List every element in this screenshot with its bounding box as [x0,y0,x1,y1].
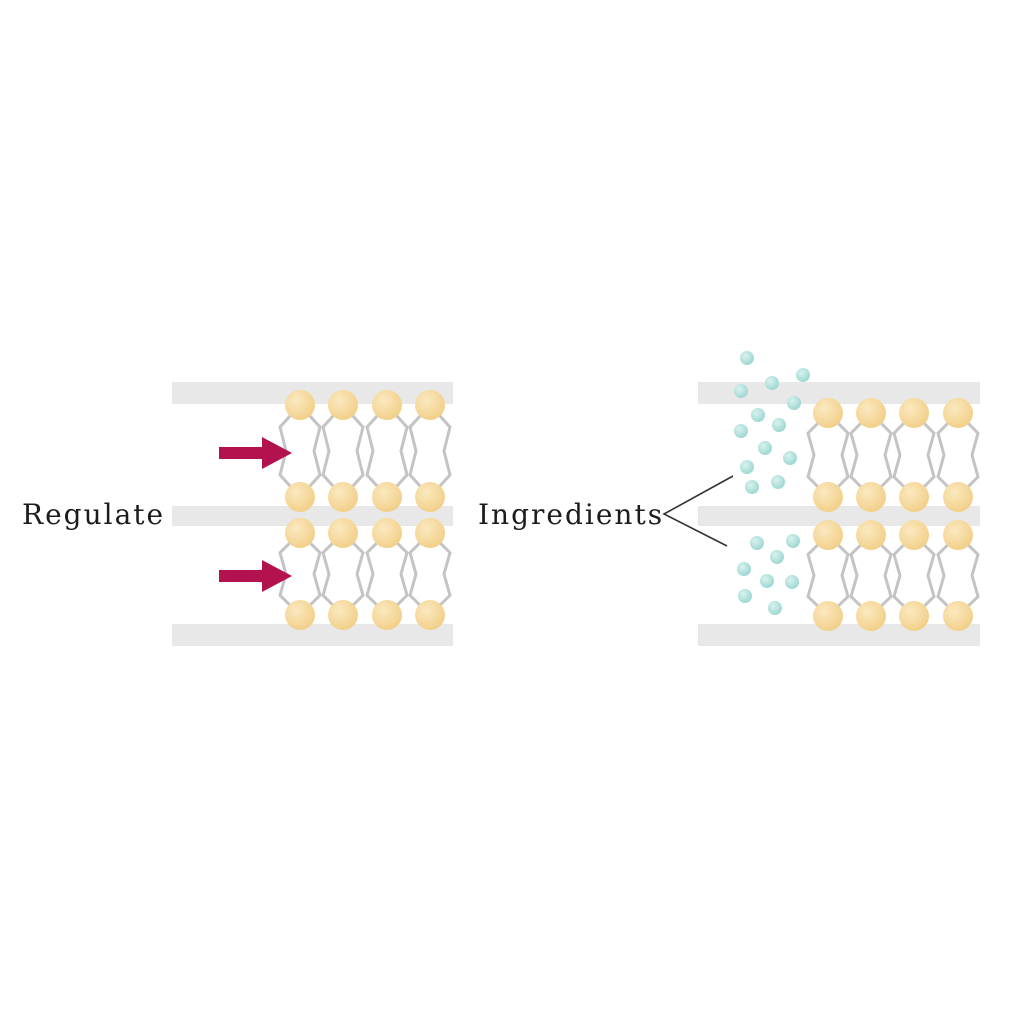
molecule-particle-icon [751,408,765,422]
molecule-particle-icon [737,562,751,576]
molecule-particle-icon [740,351,754,365]
lipid-heads [285,390,973,631]
molecule-particle-icon [768,601,782,615]
lipid-head [856,520,886,550]
lipid-head [899,520,929,550]
lipid-tail [321,403,365,499]
molecule-particle-icon [785,575,799,589]
lipid-head [372,482,402,512]
lipid-head [415,390,445,420]
molecule-particle-icon [771,475,785,489]
molecule-particle-icon [765,376,779,390]
right-arrow-icon [219,437,292,469]
lipid-head [415,518,445,548]
molecule-particle-icon [745,480,759,494]
lipid-head [943,398,973,428]
lipid-tail [806,411,850,499]
lipid-head [415,482,445,512]
molecule-particle-icon [796,368,810,382]
molecule-particle-icon [758,441,772,455]
molecule-particle-icon [750,536,764,550]
lipid-head [899,482,929,512]
molecule-particle-icon [783,451,797,465]
lipid-head [856,601,886,631]
lipid-head [943,482,973,512]
lipid-head [813,398,843,428]
lipid-head [372,390,402,420]
molecule-particle-icon [760,574,774,588]
molecule-particle-icon [740,460,754,474]
lipid-tail [849,533,893,618]
lipid-head [285,482,315,512]
lipid-tail [936,533,980,618]
lipid-tail [321,531,365,617]
ingredients-label: Ingredients [478,498,665,531]
lipid-head [899,398,929,428]
molecule-particle-icon [787,396,801,410]
lipid-head [856,482,886,512]
lipid-head [813,482,843,512]
lipid-tail [892,533,936,618]
lipid-head [899,601,929,631]
lipid-tail [849,411,893,499]
lipid-tails [278,403,980,618]
lipid-tail [408,403,452,499]
lipid-head [328,518,358,548]
lipid-head [328,482,358,512]
lipid-head [415,600,445,630]
lipid-head [813,601,843,631]
regulate-label: Regulate [22,498,166,531]
lipid-tail [408,531,452,617]
lipid-tail [806,533,850,618]
lipid-head [856,398,886,428]
lipid-head [285,390,315,420]
lipid-head [943,601,973,631]
membrane-band [172,506,453,526]
molecule-particle-icon [738,589,752,603]
lipid-head [372,600,402,630]
lipid-tail [365,531,409,617]
lipid-tail [936,411,980,499]
lipid-tail [892,411,936,499]
membrane-band [698,506,980,526]
molecule-particle-icon [770,550,784,564]
lipid-head [372,518,402,548]
membrane-band [698,624,980,646]
pointer-line [662,475,734,547]
molecule-particle-icon [772,418,786,432]
lipid-head [285,518,315,548]
membrane-band [172,624,453,646]
molecule-particle-icon [734,424,748,438]
lipid-head [943,520,973,550]
ingredient-particles [734,351,810,615]
lipid-head [328,390,358,420]
arrows [219,437,292,592]
lipid-head [813,520,843,550]
molecule-particle-icon [786,534,800,548]
lipid-head [285,600,315,630]
lipid-tail [365,403,409,499]
lipid-head [328,600,358,630]
molecule-particle-icon [734,384,748,398]
right-arrow-icon [219,560,292,592]
ingredients-pointer [662,475,734,547]
